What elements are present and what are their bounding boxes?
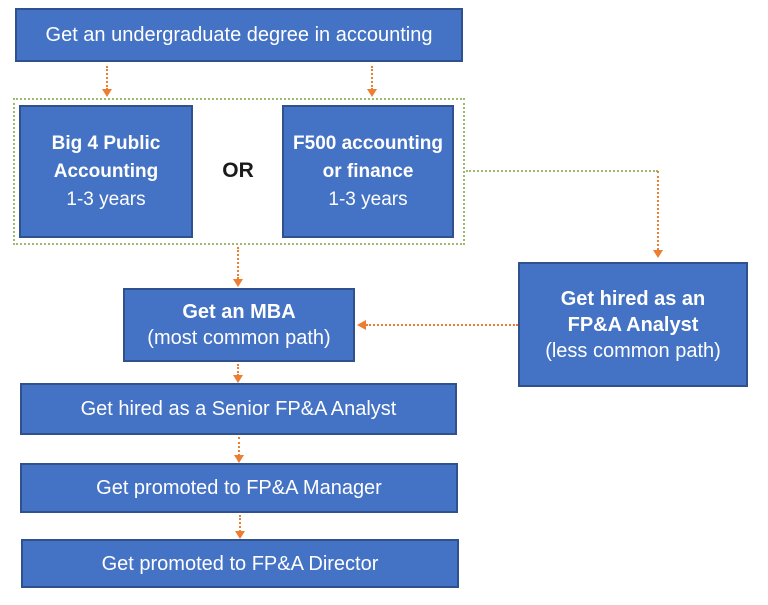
node-label: Get an undergraduate degree in accountin… <box>45 24 433 46</box>
node-senior-fpa-analyst: Get hired as a Senior FP&A Analyst <box>20 383 457 435</box>
connector-mba-to-senior <box>237 364 239 376</box>
node-label: Get promoted to FP&A Director <box>101 552 379 575</box>
node-title-line: F500 accounting <box>293 132 443 154</box>
node-subtitle: (less common path) <box>545 339 721 362</box>
arrowhead-down-icon <box>233 279 243 287</box>
node-fpa-director: Get promoted to FP&A Director <box>21 539 459 588</box>
connector-undergrad-to-big4 <box>106 66 108 90</box>
node-fpa-analyst: Get hired as an FP&A Analyst (less commo… <box>518 262 748 387</box>
arrowhead-down-icon <box>234 455 244 463</box>
connector-group-to-mba <box>237 247 239 279</box>
connector-manager-to-director <box>239 515 241 532</box>
connector-undergrad-to-f500 <box>371 66 373 90</box>
node-duration: 1-3 years <box>328 188 408 210</box>
node-duration: 1-3 years <box>66 188 146 210</box>
arrowhead-down-icon <box>102 89 112 97</box>
arrowhead-down-icon <box>367 89 377 97</box>
node-subtitle: (most common path) <box>147 327 331 349</box>
node-title-line: Get an MBA <box>182 301 296 323</box>
node-f500-accounting-finance: F500 accounting or finance 1-3 years <box>282 105 454 238</box>
arrowhead-left-icon <box>357 320 366 330</box>
arrowhead-down-icon <box>233 375 243 383</box>
arrowhead-down-icon <box>653 250 663 258</box>
node-big4-public-accounting: Big 4 Public Accounting 1-3 years <box>19 105 193 238</box>
or-label: OR <box>222 159 254 182</box>
connector-fpa-to-mba <box>366 324 518 326</box>
connector-f500-to-fpa-horizontal <box>466 170 658 172</box>
node-title-line: or finance <box>322 160 414 182</box>
node-fpa-manager: Get promoted to FP&A Manager <box>20 463 458 513</box>
node-label: Get promoted to FP&A Manager <box>96 477 382 499</box>
node-title-line: Get hired as an <box>560 287 706 310</box>
arrowhead-down-icon <box>235 531 245 539</box>
node-undergrad-degree: Get an undergraduate degree in accountin… <box>15 8 463 62</box>
node-label: Get hired as a Senior FP&A Analyst <box>80 398 397 420</box>
node-title-line: Big 4 Public <box>51 132 161 154</box>
connector-f500-to-fpa-vertical <box>657 171 659 250</box>
node-mba: Get an MBA (most common path) <box>123 288 355 362</box>
node-title-line: Accounting <box>53 160 159 182</box>
node-title-line: FP&A Analyst <box>567 313 699 336</box>
or-group-outline <box>13 98 465 245</box>
connector-senior-to-manager <box>238 437 240 456</box>
